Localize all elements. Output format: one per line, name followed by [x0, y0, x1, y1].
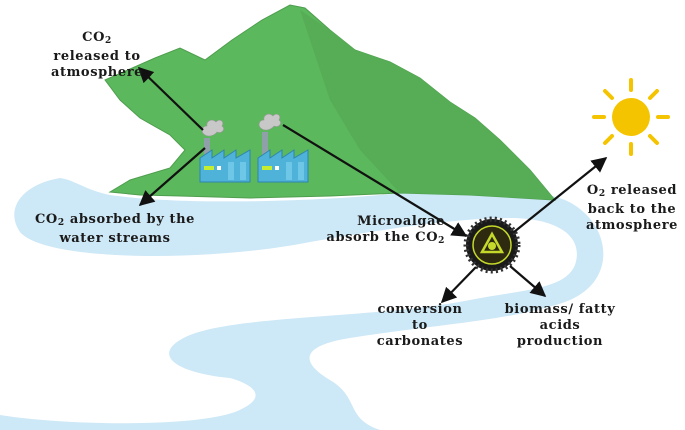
arrow-to-sun [513, 157, 608, 233]
arrow-to-atmosphere [137, 66, 204, 131]
arrow-to-water [138, 147, 206, 207]
smoke-icon [258, 113, 281, 131]
label-microalgae: Microalgae absorb the CO2 [326, 214, 445, 246]
arrow-to-biomass [509, 265, 547, 298]
arrow-to-microalgae [282, 124, 468, 237]
label-co2-released: CO2 released to atmosphere [50, 30, 144, 80]
label-o2-released: O2 released back to the atmosphere [585, 183, 679, 233]
factory-icon [257, 113, 309, 183]
factory-icon [199, 119, 251, 183]
smoke-icon [201, 119, 224, 137]
microalgae-cell-icon [463, 216, 521, 274]
label-conversion: conversion to carbonates [376, 302, 464, 349]
arrow-to-carbonates [440, 266, 477, 304]
mountain-shade [300, 10, 555, 200]
river [0, 178, 604, 430]
label-biomass: biomass/ fatty acids production [504, 302, 616, 349]
label-co2-absorbed: CO2 absorbed by the water streams [34, 212, 196, 246]
sun-icon [592, 78, 670, 156]
